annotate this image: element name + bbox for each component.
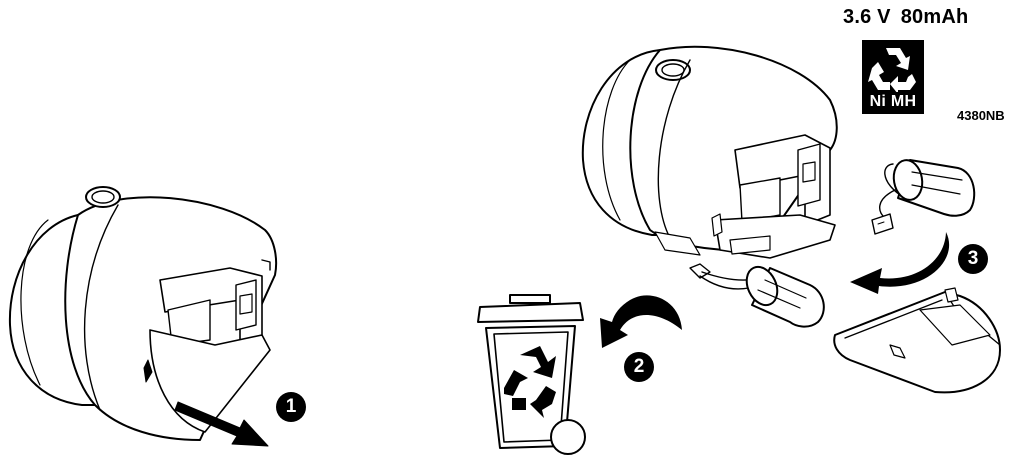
battery-model-label: 4380NB bbox=[957, 108, 1005, 123]
step-marker-1: 1 bbox=[276, 392, 306, 422]
recycle-icon bbox=[868, 44, 918, 92]
old-battery bbox=[690, 262, 824, 327]
battery-voltage: 3.6 V bbox=[843, 6, 891, 28]
nimh-recycling-badge: Ni MH bbox=[862, 40, 924, 114]
curved-arrow-icon bbox=[600, 295, 682, 348]
battery-cover bbox=[834, 288, 1000, 392]
battery-chemistry: Ni MH bbox=[862, 93, 924, 111]
device-open bbox=[583, 47, 837, 258]
step-marker-2: 2 bbox=[624, 352, 654, 382]
step-marker-3: 3 bbox=[958, 244, 988, 274]
device-closed bbox=[10, 187, 276, 440]
trash-bin-icon bbox=[478, 295, 585, 454]
new-battery bbox=[872, 158, 974, 234]
battery-capacity: 80mAh bbox=[901, 6, 969, 28]
battery-spec-label: 3.6 V 80mAh bbox=[843, 6, 968, 29]
curved-arrow-icon bbox=[850, 232, 949, 294]
